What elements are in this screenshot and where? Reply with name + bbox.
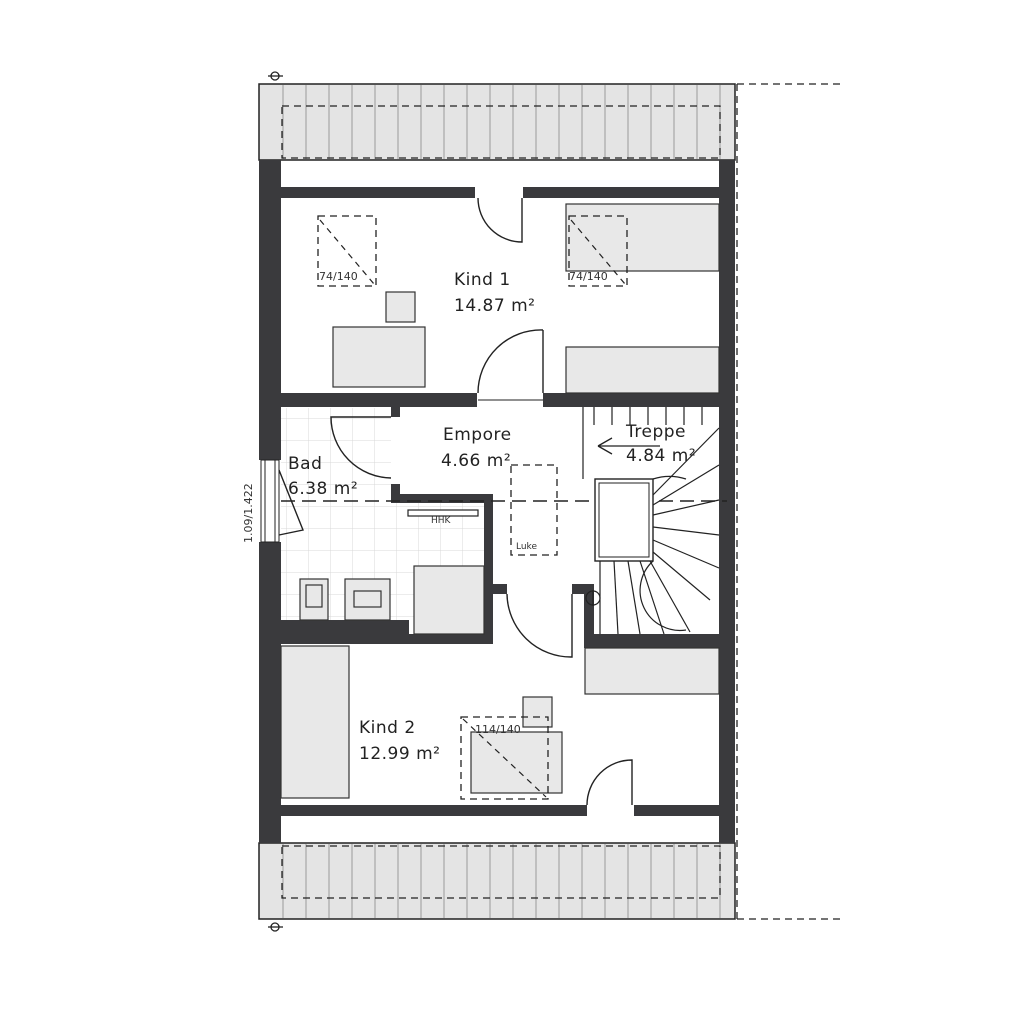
room-area-bad: 6.38 m² (288, 479, 358, 499)
roof-window-kind1-left (317, 215, 377, 287)
kind1-furniture (332, 203, 720, 394)
window-label-kind1-right: 74/140 (569, 270, 608, 283)
roof-window-kind1-right (568, 215, 628, 287)
door-bad (330, 416, 392, 479)
room-name-bad: Bad (288, 454, 322, 474)
door-kind2-bottom (586, 759, 633, 806)
roof-edge-dashed (736, 83, 840, 920)
roof-top (258, 83, 736, 161)
room-area-treppe: 4.84 m² (626, 446, 696, 466)
door-kind2 (506, 593, 573, 658)
bad-fixtures (299, 509, 485, 635)
hhk-label: HHK (431, 516, 452, 526)
roof-bottom (258, 842, 736, 920)
room-name-kind2: Kind 2 (359, 718, 416, 738)
roof-window-kind2 (460, 716, 549, 800)
room-name-treppe: Treppe (625, 422, 686, 442)
luke-hatch (510, 464, 558, 556)
window-label-kind1-left: 74/140 (319, 270, 358, 283)
room-name-kind1: Kind 1 (454, 270, 511, 290)
room-name-empore: Empore (443, 425, 512, 445)
window-label-bad: 1.09/1.422 (242, 483, 255, 543)
axis-marker-top (268, 71, 283, 81)
door-kind1-empore (477, 329, 544, 401)
stair-direction-arrow (597, 437, 660, 455)
axis-marker-bottom (268, 922, 283, 932)
room-area-kind1: 14.87 m² (454, 296, 535, 316)
room-area-empore: 4.66 m² (441, 451, 511, 471)
window-label-kind2: 114/140 (475, 723, 521, 736)
kind2-furniture (280, 645, 720, 799)
luke-label: Luke (516, 542, 537, 552)
door-kind1-entry (477, 197, 523, 243)
staircase (582, 407, 720, 635)
window-bad-sash (278, 469, 304, 536)
room-area-kind2: 12.99 m² (359, 744, 440, 764)
